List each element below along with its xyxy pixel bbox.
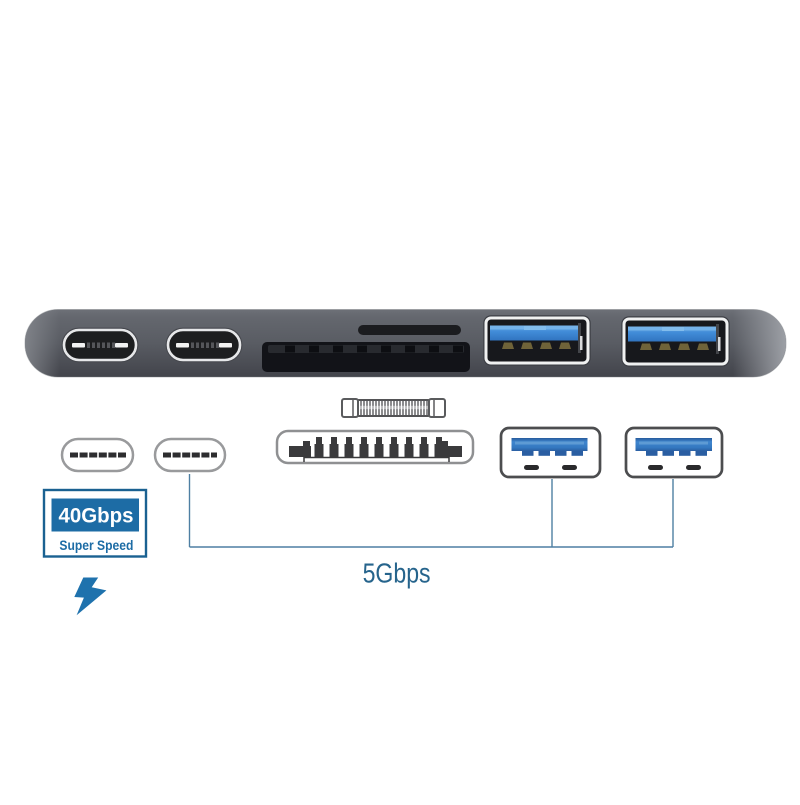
svg-text:5Gbps: 5Gbps	[363, 558, 431, 589]
svg-text:Super Speed: Super Speed	[59, 537, 133, 553]
svg-text:40Gbps: 40Gbps	[59, 505, 134, 528]
